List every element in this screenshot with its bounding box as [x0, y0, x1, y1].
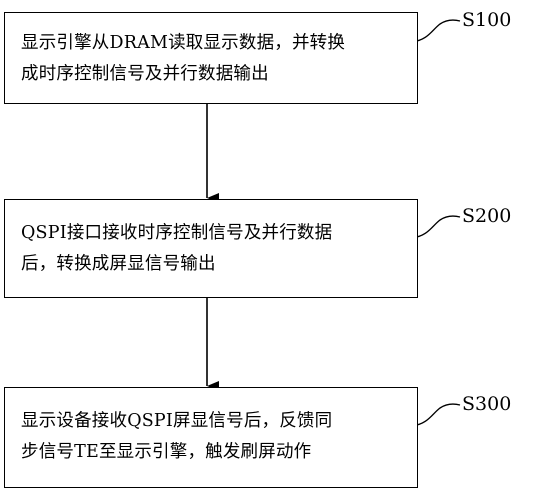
step-s200-line-2: 后，转换成屏显信号输出	[21, 254, 216, 274]
step-label-s300: S300	[462, 393, 512, 415]
step-s100-line-1: 显示引擎从DRAM读取显示数据，并转换	[21, 33, 346, 53]
step-box-s300: 显示设备接收QSPI屏显信号后，反馈同 步信号TE至显示引擎，触发刷屏动作	[4, 387, 418, 488]
step-text-s200: QSPI接口接收时序控制信号及并行数据 后，转换成屏显信号输出	[21, 218, 407, 280]
leader-curve-s100	[411, 19, 461, 43]
step-box-s100: 显示引擎从DRAM读取显示数据，并转换 成时序控制信号及并行数据输出	[4, 12, 418, 104]
step-s100-line-2: 成时序控制信号及并行数据输出	[21, 64, 269, 84]
leader-curve-s200	[411, 215, 461, 239]
step-s300-line-1: 显示设备接收QSPI屏显信号后，反馈同	[21, 411, 333, 431]
step-label-s200: S200	[462, 205, 512, 227]
step-text-s300: 显示设备接收QSPI屏显信号后，反馈同 步信号TE至显示引擎，触发刷屏动作	[21, 406, 407, 468]
step-text-s100: 显示引擎从DRAM读取显示数据，并转换 成时序控制信号及并行数据输出	[21, 28, 407, 90]
step-s200-line-1: QSPI接口接收时序控制信号及并行数据	[21, 223, 333, 243]
step-label-s100: S100	[462, 9, 512, 31]
leader-curve-s300	[411, 403, 461, 427]
step-s300-line-2: 步信号TE至显示引擎，触发刷屏动作	[21, 442, 312, 462]
step-box-s200: QSPI接口接收时序控制信号及并行数据 后，转换成屏显信号输出	[4, 199, 418, 298]
